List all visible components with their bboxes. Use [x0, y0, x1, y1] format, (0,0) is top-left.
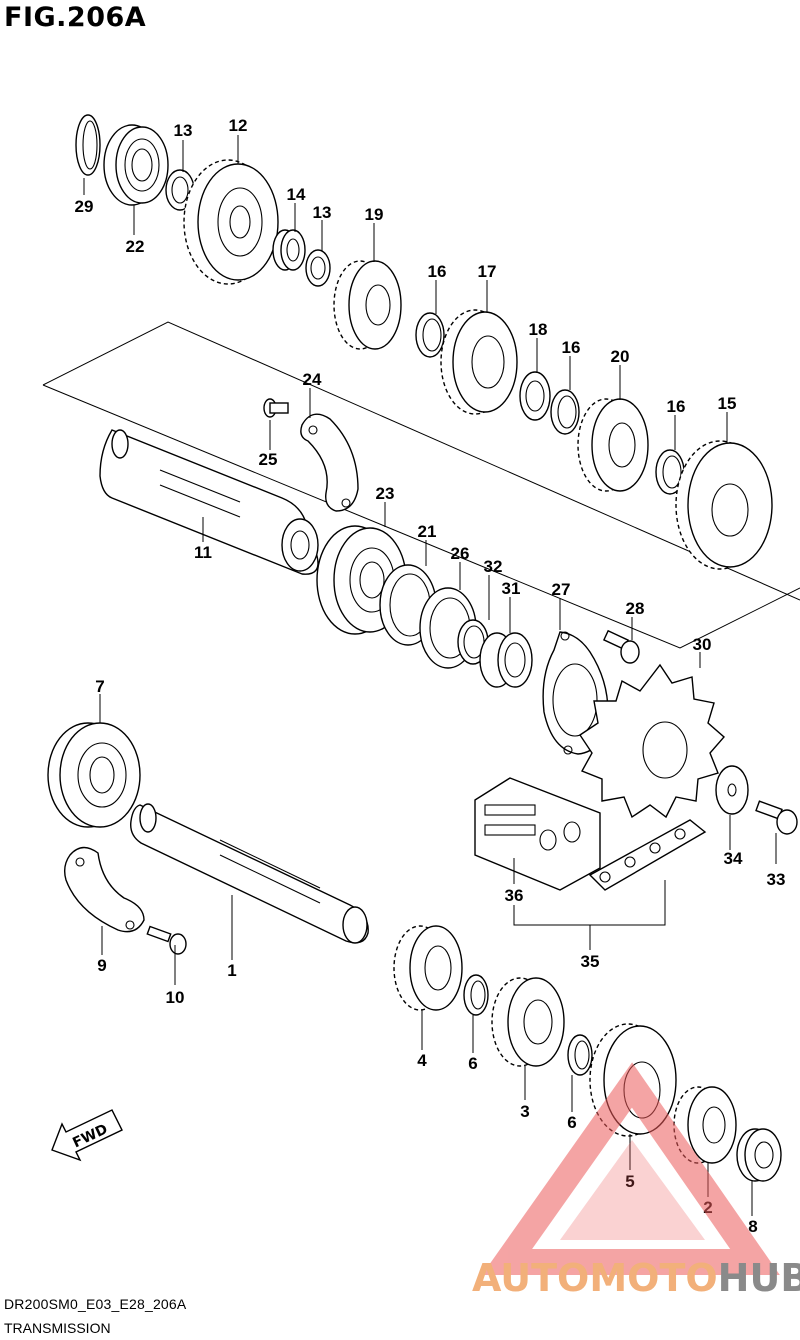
fwd-direction-arrow: FWD	[51, 1109, 123, 1162]
assembly-outline-bottom	[42, 384, 800, 649]
part-3-gear[interactable]	[491, 977, 565, 1067]
part-25-screw[interactable]	[263, 398, 289, 418]
part-29-circlip[interactable]	[75, 114, 101, 176]
label-29: 29	[75, 197, 94, 216]
part-11-countershaft[interactable]	[99, 429, 319, 575]
label-28: 28	[626, 599, 645, 618]
label-36: 36	[505, 886, 524, 905]
part-6-circlip-a[interactable]	[463, 974, 489, 1016]
label-31: 31	[502, 579, 521, 598]
part-15-gear[interactable]	[675, 440, 773, 570]
part-10-screw[interactable]	[146, 925, 187, 955]
part-33-bolt[interactable]	[755, 800, 798, 835]
leader-lines	[83, 135, 777, 1216]
part-7-bearing[interactable]	[47, 722, 141, 828]
part-4-gear[interactable]	[393, 925, 463, 1011]
part-19-gear[interactable]	[333, 260, 402, 350]
label-16b: 16	[562, 338, 581, 357]
part-28-bolt[interactable]	[602, 629, 640, 664]
label-6a: 6	[468, 1054, 477, 1073]
label-19: 19	[365, 205, 384, 224]
label-16a: 16	[428, 262, 447, 281]
label-1: 1	[227, 961, 236, 980]
label-10: 10	[166, 988, 185, 1007]
diagram-code: DR200SM0_E03_E28_206A	[4, 1296, 187, 1312]
label-18: 18	[529, 320, 548, 339]
label-22: 22	[126, 237, 145, 256]
part-8-bearing[interactable]	[736, 1128, 782, 1182]
label-7: 7	[95, 677, 104, 696]
part-30-sprocket[interactable]	[579, 663, 725, 819]
label-25: 25	[259, 450, 278, 469]
label-21: 21	[418, 522, 437, 541]
label-11: 11	[194, 543, 212, 562]
part-9-plate[interactable]	[63, 846, 145, 933]
part-17-gear[interactable]	[440, 309, 518, 415]
part-31-spacer[interactable]	[479, 632, 533, 688]
label-5: 5	[625, 1172, 634, 1191]
part-16-circlip-c[interactable]	[655, 449, 685, 495]
part-14-needle-bearing[interactable]	[272, 229, 306, 271]
label-32: 32	[484, 557, 503, 576]
watermark-text-hub: HUB	[717, 1256, 800, 1300]
figure-title: FIG.206A	[4, 2, 147, 33]
label-26: 26	[451, 544, 470, 563]
part-number-labels: 29 22 13 12 14 13 19 16 17 18 16 20 16 1…	[75, 116, 786, 1236]
label-20: 20	[611, 347, 630, 366]
label-24: 24	[303, 370, 322, 389]
watermark-logo	[481, 1062, 780, 1275]
part-6-circlip-b[interactable]	[567, 1034, 593, 1076]
label-16c: 16	[667, 397, 686, 416]
part-34-washer[interactable]	[715, 765, 749, 815]
part-18-washer[interactable]	[519, 371, 551, 421]
assembly-outline	[42, 321, 800, 601]
label-35: 35	[581, 952, 600, 971]
part-24-stopper-plate[interactable]	[300, 413, 359, 512]
label-6b: 6	[567, 1113, 576, 1132]
watermark-text-main: AUTOMOTO	[472, 1256, 718, 1300]
drive-chain-section[interactable]	[588, 819, 707, 891]
diagram-name: TRANSMISSION	[4, 1320, 111, 1336]
part-16-circlip-b[interactable]	[550, 389, 580, 435]
label-13a: 13	[174, 121, 193, 140]
part-22-bearing[interactable]	[103, 124, 169, 206]
part-20-gear[interactable]	[577, 398, 649, 492]
label-3: 3	[520, 1102, 529, 1121]
label-27: 27	[552, 580, 571, 599]
part-12-gear[interactable]	[183, 159, 279, 285]
label-15: 15	[718, 394, 737, 413]
label-17: 17	[478, 262, 497, 281]
label-8: 8	[748, 1217, 757, 1236]
watermark-text: AUTOMOTOHUB	[472, 1256, 800, 1300]
label-34: 34	[724, 849, 743, 868]
label-13b: 13	[313, 203, 332, 222]
part-13-washer-b[interactable]	[305, 249, 331, 287]
part-16-circlip-a[interactable]	[415, 312, 445, 358]
label-12: 12	[229, 116, 248, 135]
part-1-driveshaft[interactable]	[130, 803, 369, 944]
part-36-chain-joint[interactable]	[474, 777, 601, 891]
label-23: 23	[376, 484, 395, 503]
label-14: 14	[287, 185, 306, 204]
label-30: 30	[693, 635, 712, 654]
label-33: 33	[767, 870, 786, 889]
label-4: 4	[417, 1051, 427, 1070]
label-9: 9	[97, 956, 106, 975]
